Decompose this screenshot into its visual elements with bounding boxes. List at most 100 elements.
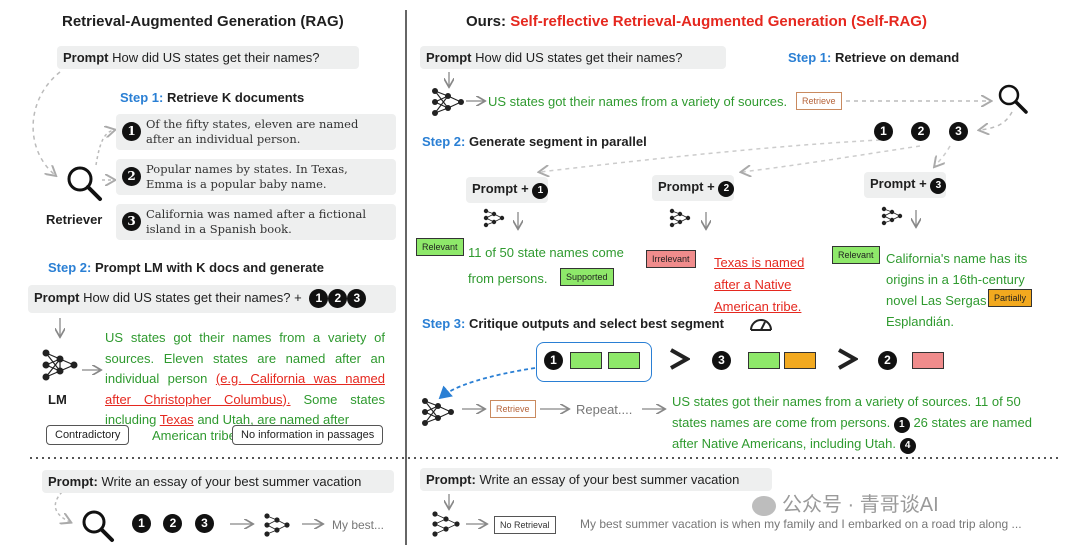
irrelevant-tag: Irrelevant (646, 250, 696, 268)
rank-number: 1 (544, 351, 563, 370)
output-contradiction: (e.g. California was named after Christo… (105, 371, 385, 407)
output-segment-end: American tribe. (152, 428, 240, 443)
left-title: Retrieval-Augmented Generation (RAG) (62, 13, 344, 30)
generated-text: US states got their names from a variety… (488, 94, 788, 109)
doc-number: 3 (194, 514, 214, 533)
segment-2-text: Texas is named after a Native American t… (714, 252, 824, 318)
neural-net-icon (669, 208, 691, 228)
step-label: Step 3: (422, 316, 466, 331)
doc-3: 3 California was named after a fictional… (116, 204, 396, 240)
neural-net-icon (432, 88, 464, 116)
best-segment-box (536, 342, 652, 382)
rank-number: 3 (712, 351, 731, 370)
doc-1: 1 Of the fifty states, eleven are named … (116, 114, 396, 150)
no-info-callout: No information in passages (232, 425, 384, 445)
prompt-text: How did US states get their names? (475, 50, 683, 65)
prompt-text: How did US states get their names? (112, 50, 320, 65)
right-step2: Step 2: Generate segment in parallel (422, 134, 647, 149)
doc-number: 1 (309, 289, 329, 308)
supported-block (608, 352, 640, 369)
final-output-part: 26 states are named after Native America… (672, 415, 1032, 451)
lm-label: LM (48, 392, 67, 407)
no-retrieval-tag: No Retrieval (494, 516, 556, 534)
neural-net-icon (483, 208, 505, 228)
left-prompt-box: Prompt How did US states get their names… (57, 46, 359, 69)
prompt-plus-label: Prompt + (870, 176, 927, 191)
neural-net-icon (422, 398, 454, 426)
bottom-right-prompt: Prompt: Write an essay of your best summ… (420, 468, 772, 491)
prompt-label: Prompt: (426, 472, 476, 487)
segment-2-content: Texas is named after a Native American t… (714, 255, 805, 314)
final-output: US states got their names from a variety… (672, 391, 1057, 454)
segment-1-text: 11 of 50 state names come from persons. (468, 245, 624, 286)
citation-number: 4 (899, 438, 916, 454)
right-prompt-box: Prompt How did US states get their names… (420, 46, 726, 69)
magnifier-icon (82, 510, 114, 542)
retrieved-docs: 1 2 3 (874, 122, 968, 141)
prompt-label: Prompt (426, 50, 472, 65)
prompt-plus-label: Prompt + (658, 179, 715, 194)
doc-number: 2 (328, 289, 348, 308)
watermark: 公众号 · 青哥谈AI (752, 488, 939, 517)
step-text: Critique outputs and select best segment (468, 316, 724, 331)
title-prefix: Ours: (466, 13, 507, 30)
bottom-right-output: My best summer vacation is when my famil… (580, 517, 1022, 531)
wechat-icon (752, 495, 776, 516)
bottom-left-prompt: Prompt: Write an essay of your best summ… (42, 470, 394, 493)
irrelevant-block (912, 352, 944, 369)
magnifier-icon (998, 84, 1028, 114)
doc-number: 1 (132, 514, 151, 533)
watermark-text: 公众号 · 青哥谈AI (782, 494, 939, 516)
supported-block (570, 352, 602, 369)
partially-tag: Partially (988, 289, 1033, 307)
doc-number: 1 (122, 122, 141, 141)
doc-number: 3 (122, 212, 141, 231)
doc-text: California was named after a fictional i… (146, 207, 367, 236)
left-step1: Step 1: Retrieve K documents (120, 90, 304, 105)
rank-number: 2 (878, 351, 897, 370)
greater-than-icon (670, 348, 690, 370)
doc-number: 3 (948, 122, 968, 141)
doc-number: 1 (874, 122, 893, 141)
prompt-plus-2: Prompt + 2 (652, 175, 735, 201)
neural-net-icon (881, 206, 903, 226)
repeat-text: Repeat.... (576, 402, 633, 417)
bottom-left-output: My best... (332, 518, 385, 532)
prompt-plus-label: Prompt + (472, 181, 529, 196)
doc-number: 3 (930, 178, 947, 194)
left-prompt2-box: Prompt How did US states get their names… (28, 285, 396, 313)
doc-number: 2 (122, 167, 141, 186)
prompt-label: Prompt: (48, 474, 98, 489)
output-segment: Some states including (105, 391, 385, 428)
segment-3-text: California's name has its origins in a 1… (886, 251, 1028, 329)
retrieve-tag: Retrieve (796, 92, 842, 110)
supported-tag: Supported (560, 268, 614, 286)
prompt-text: How did US states get their names? + (83, 290, 302, 305)
doc-number: 2 (718, 181, 735, 197)
bottom-docs: 1 2 3 (132, 514, 214, 533)
retrieve-tag: Retrieve (490, 400, 536, 418)
contradictory-callout: Contradictory (46, 425, 130, 445)
greater-than-icon (838, 348, 858, 370)
prompt-text: Write an essay of your best summer vacat… (101, 474, 362, 489)
prompt-label: Prompt (63, 50, 109, 65)
gauge-icon (750, 319, 772, 331)
doc-number: 1 (532, 183, 549, 199)
step-label: Step 2: (48, 260, 92, 275)
title-main: Self-reflective Retrieval-Augmented Gene… (510, 13, 857, 30)
doc-text: Popular names by states. In Texas, Emma … (146, 162, 348, 191)
doc-number: 2 (911, 122, 931, 141)
output-unsupported: Texas (159, 412, 194, 427)
final-output-part: US states got their names from a variety… (672, 394, 1021, 430)
prompt-text: Write an essay of your best summer vacat… (479, 472, 740, 487)
prompt-plus-3: Prompt + 3 (864, 172, 947, 198)
doc-number: 2 (163, 514, 183, 533)
doc-number: 3 (347, 289, 367, 308)
relevant-tag: Relevant (416, 238, 464, 256)
title-selfrag: Self-RAG (856, 13, 922, 30)
left-output-text: US states got their names from a variety… (105, 328, 385, 431)
neural-net-icon (264, 513, 290, 537)
right-title: Ours: Self-reflective Retrieval-Augmente… (466, 13, 927, 30)
title-close: ) (921, 13, 927, 30)
right-step1: Step 1: Retrieve on demand (788, 50, 959, 65)
